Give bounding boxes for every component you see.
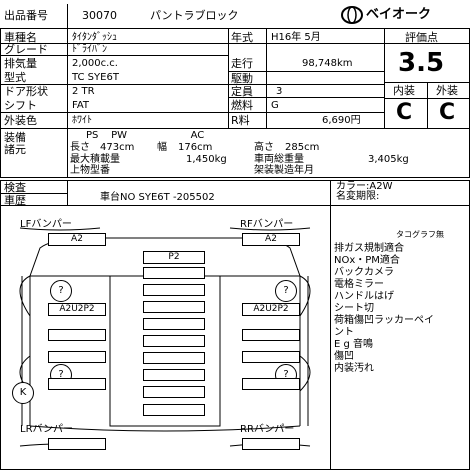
note-11: 傷凹 xyxy=(334,351,354,362)
note-6: ハンドルはげ xyxy=(334,291,394,302)
height-label: 高さ xyxy=(254,142,274,153)
capacity: 3 xyxy=(276,86,283,97)
cargo-panel-6 xyxy=(143,352,205,364)
exterior-label: 外装 xyxy=(436,84,458,97)
chassis-number: 車台NO SYE6T -205502 xyxy=(100,192,215,203)
left-panel-1 xyxy=(48,329,106,341)
note-10: E g 音鳴 xyxy=(334,339,374,350)
color-code: カラー:A2W xyxy=(336,181,393,192)
cargo-panel-2 xyxy=(143,284,205,296)
door: 2 TR xyxy=(72,86,95,97)
lf-bumper-label: LFバンパー xyxy=(20,219,72,230)
lf-wheel-mark: ? xyxy=(50,280,72,302)
mileage-label: 走行 xyxy=(231,57,253,70)
note-12: 内装汚れ xyxy=(334,363,374,374)
left-rear-k-mark: K xyxy=(12,382,34,404)
body-type: パントラブロック xyxy=(150,9,239,22)
color-label: 外装色 xyxy=(4,114,37,127)
grade: ﾄﾞﾗｲﾊﾞﾝ xyxy=(72,44,107,55)
mileage: 98,748km xyxy=(302,58,353,69)
left-side-damage-code: A2U2P2 xyxy=(48,303,106,316)
brand-logo-icon xyxy=(341,6,363,24)
width-label: 幅 xyxy=(157,142,167,153)
lot-number-label: 出品番号 xyxy=(4,9,48,22)
height: 285cm xyxy=(285,142,320,153)
length: 473cm xyxy=(100,142,135,153)
cargo-panel-7 xyxy=(143,369,205,381)
note-2: 排ガス規制適合 xyxy=(334,243,404,254)
car-name-label: 車種名 xyxy=(4,31,37,44)
lf-damage-code: A2 xyxy=(48,233,106,246)
brand-name: ベイオーク xyxy=(366,7,432,22)
exterior-score: C xyxy=(439,100,456,125)
rf-bumper-label: RFバンパー xyxy=(240,219,294,230)
left-panel-3 xyxy=(48,378,106,390)
equipment-label: 装備 xyxy=(4,131,26,144)
equipment-list: PS PW AC xyxy=(86,130,205,141)
model-label: 型式 xyxy=(4,71,26,84)
body-model-label: 上物型番 xyxy=(70,165,110,176)
right-panel-1 xyxy=(242,329,300,341)
note-7: シート切 xyxy=(334,303,374,314)
fuel-label: 燃料 xyxy=(231,99,253,112)
lr-bumper-box xyxy=(48,438,106,450)
rear-panel xyxy=(143,404,205,416)
note-4: バックカメラ xyxy=(334,267,394,278)
displacement-label: 排気量 xyxy=(4,57,37,70)
capacity-label: 定員 xyxy=(231,85,253,98)
max-load-label: 最大積載量 xyxy=(70,154,120,165)
note-9: ント xyxy=(334,327,354,338)
max-load: 1,450kg xyxy=(186,154,227,165)
right-panel-2 xyxy=(242,351,300,363)
inspection-label: 検査 xyxy=(4,181,26,194)
left-panel-2 xyxy=(48,351,106,363)
cargo-panel-1 xyxy=(143,267,205,279)
year-label: 年式 xyxy=(231,31,253,44)
drive-label: 駆動 xyxy=(231,72,253,85)
specs-label: 諸元 xyxy=(4,143,26,156)
name-change-deadline: 名変期限: xyxy=(336,191,380,202)
cargo-panel-3 xyxy=(143,301,205,313)
grade-label: グレード xyxy=(4,43,48,56)
note-5: 電格ミラー xyxy=(334,279,384,290)
note-3: NOx・PM適合 xyxy=(334,255,400,266)
rr-bumper-box xyxy=(242,438,300,450)
score-label: 評価点 xyxy=(405,31,438,44)
interior-label: 内装 xyxy=(393,84,415,97)
cargo-panel-8 xyxy=(143,386,205,398)
length-label: 長さ xyxy=(70,142,90,153)
width: 176cm xyxy=(178,142,213,153)
tax-label: R料 xyxy=(231,114,250,127)
lot-number: 30070 xyxy=(82,9,117,22)
body-year-label: 架装製造年月 xyxy=(254,165,314,176)
interior-score: C xyxy=(396,100,413,125)
tax: 6,690円 xyxy=(322,115,361,126)
cargo-panel-4 xyxy=(143,318,205,330)
note-1: タコグラフ無 xyxy=(396,230,444,239)
score-value: 3.5 xyxy=(398,48,445,78)
model: TC SYE6T xyxy=(72,72,119,83)
rf-damage-code: A2 xyxy=(242,233,300,246)
cargo-panel-5 xyxy=(143,335,205,347)
gross-weight-label: 車両総重量 xyxy=(254,154,304,165)
history-label: 車歴 xyxy=(4,194,26,207)
gross-weight: 3,405kg xyxy=(368,154,409,165)
shift: FAT xyxy=(72,100,90,111)
color: ﾎﾜｲﾄ xyxy=(72,115,92,126)
rf-wheel-mark: ? xyxy=(275,280,297,302)
rr-bumper-label: RRバンパー xyxy=(240,424,295,435)
note-8: 荷箱傷凹ラッカーペイ xyxy=(334,315,434,326)
car-name: ﾀｲﾀﾝﾀﾞｯｼｭ xyxy=(72,32,117,43)
right-panel-3 xyxy=(242,378,300,390)
lr-bumper-label: LRバンパー xyxy=(20,424,74,435)
shift-label: シフト xyxy=(4,99,37,112)
right-side-damage-code: A2U2P2 xyxy=(242,303,300,316)
year: H16年 5月 xyxy=(271,32,321,43)
displacement: 2,000c.c. xyxy=(72,58,118,69)
door-label: ドア形状 xyxy=(4,85,48,98)
fuel: G xyxy=(271,100,279,111)
hood-damage-code: P2 xyxy=(143,251,205,264)
